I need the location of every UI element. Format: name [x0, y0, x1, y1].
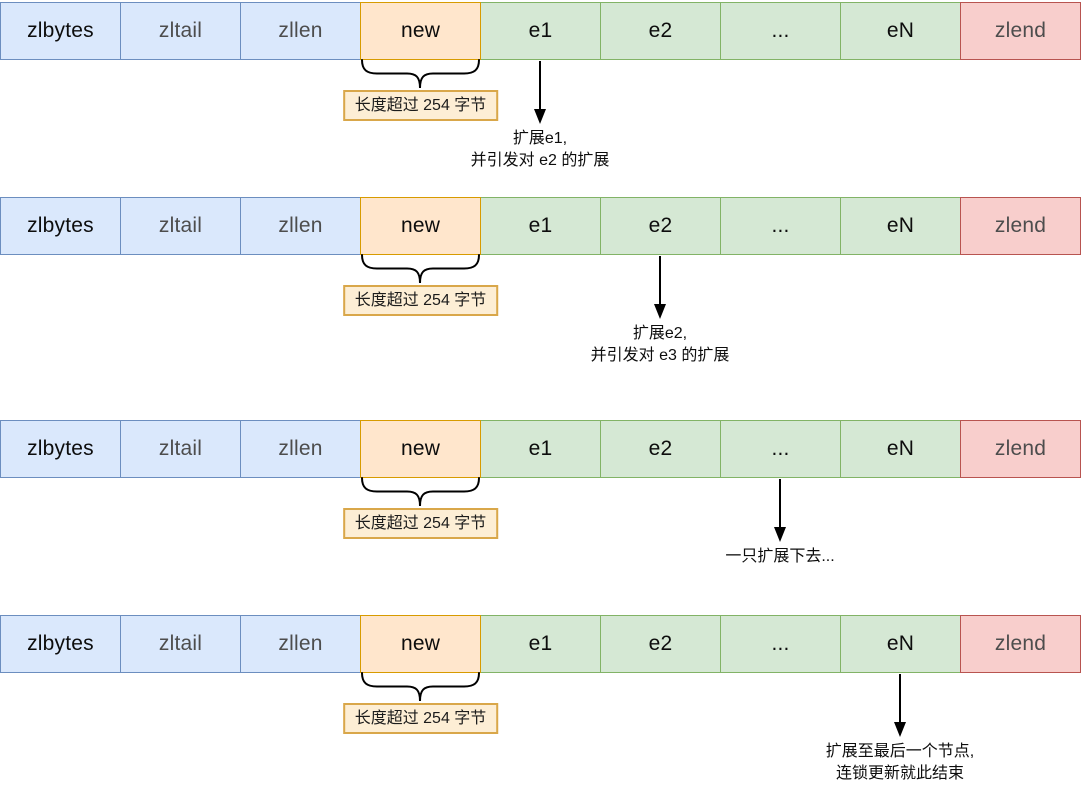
cell-e1: e1	[480, 420, 601, 478]
cell-e2: e2	[600, 197, 721, 255]
cell-zllen: zllen	[240, 420, 361, 478]
cell-zlend: zlend	[960, 2, 1081, 60]
cell-dots: ...	[720, 2, 841, 60]
cell-zlbytes: zlbytes	[0, 615, 121, 673]
curly-brace-icon	[361, 672, 480, 702]
cell-zltail: zltail	[120, 2, 241, 60]
cell-e1: e1	[480, 197, 601, 255]
down-arrow-icon	[774, 479, 786, 542]
annotation-line: 扩展至最后一个节点,	[825, 743, 975, 760]
cell-zllen: zllen	[240, 615, 361, 673]
cell-new: new	[360, 197, 481, 255]
cell-zlbytes: zlbytes	[0, 2, 121, 60]
down-arrow-icon	[534, 61, 546, 124]
cell-zltail: zltail	[120, 420, 241, 478]
annotation-row-2: 扩展e2, 并引发对 e3 的扩展	[591, 323, 730, 367]
curly-brace-icon	[361, 477, 480, 507]
annotation-line: 一只扩展下去...	[725, 548, 835, 565]
cell-zlend: zlend	[960, 197, 1081, 255]
cell-e2: e2	[600, 615, 721, 673]
annotation-row-4: 扩展至最后一个节点, 连锁更新就此结束	[826, 741, 974, 785]
cell-e1: e1	[480, 2, 601, 60]
cell-zlend: zlend	[960, 420, 1081, 478]
cell-zllen: zllen	[240, 2, 361, 60]
down-arrow-icon	[894, 674, 906, 737]
cell-zlbytes: zlbytes	[0, 420, 121, 478]
cell-zltail: zltail	[120, 615, 241, 673]
annotation-row-3: 一只扩展下去...	[725, 546, 834, 568]
cell-dots: ...	[720, 197, 841, 255]
cell-e2: e2	[600, 2, 721, 60]
curly-brace-icon	[361, 59, 480, 89]
curly-brace-icon	[361, 254, 480, 284]
cell-e1: e1	[480, 615, 601, 673]
length-note: 长度超过 254 字节	[342, 285, 499, 316]
length-note: 长度超过 254 字节	[342, 703, 499, 734]
cell-e2: e2	[600, 420, 721, 478]
cell-en: eN	[840, 2, 961, 60]
cell-new: new	[360, 2, 481, 60]
cell-en: eN	[840, 420, 961, 478]
annotation-line: 并引发对 e3 的扩展	[590, 347, 730, 364]
cell-zltail: zltail	[120, 197, 241, 255]
down-arrow-icon	[654, 256, 666, 319]
annotation-line: 连锁更新就此结束	[835, 765, 965, 782]
cell-dots: ...	[720, 615, 841, 673]
length-note: 长度超过 254 字节	[342, 508, 499, 539]
cell-dots: ...	[720, 420, 841, 478]
annotation-line: 并引发对 e2 的扩展	[470, 152, 610, 169]
cell-zllen: zllen	[240, 197, 361, 255]
annotation-line: 扩展e2,	[632, 325, 688, 342]
annotation-line: 扩展e1,	[512, 130, 568, 147]
length-note: 长度超过 254 字节	[342, 90, 499, 121]
cell-zlend: zlend	[960, 615, 1081, 673]
cell-en: eN	[840, 615, 961, 673]
cell-new: new	[360, 615, 481, 673]
cell-new: new	[360, 420, 481, 478]
cell-zlbytes: zlbytes	[0, 197, 121, 255]
cell-en: eN	[840, 197, 961, 255]
annotation-row-1: 扩展e1, 并引发对 e2 的扩展	[471, 128, 610, 172]
